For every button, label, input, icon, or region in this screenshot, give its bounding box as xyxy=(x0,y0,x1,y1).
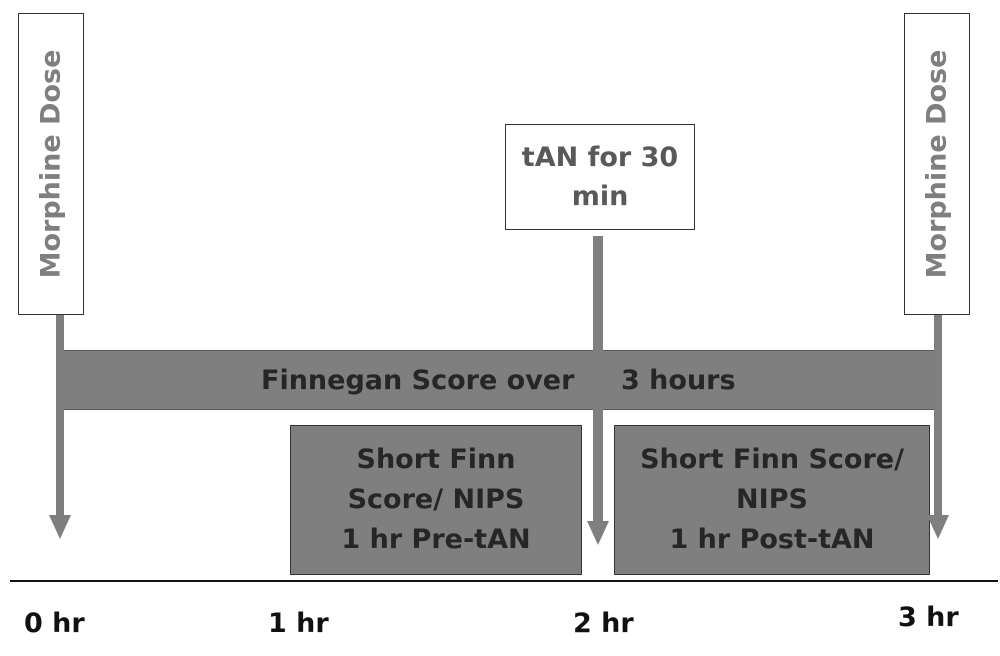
pre-box-line3: 1 hr Pre-tAN xyxy=(341,524,531,555)
finnegan-band-left-text: Finnegan Score over xyxy=(261,364,575,396)
tan-box-line2: min xyxy=(571,181,629,212)
morphine-dose-start-box: Morphine Dose xyxy=(18,13,84,315)
pre-box-line2: Score/ NIPS xyxy=(347,484,525,515)
arrow-start-head-icon xyxy=(49,515,71,539)
finnegan-score-band: Finnegan Score over 3 hours xyxy=(60,350,936,410)
arrow-tan-shaft xyxy=(593,236,603,523)
time-axis-line xyxy=(10,580,998,582)
tick-label-3hr: 3 hr xyxy=(898,602,959,633)
tan-box: tAN for 30 min xyxy=(505,124,695,230)
finnegan-band-right-text: 3 hours xyxy=(621,364,736,396)
arrow-start-shaft xyxy=(56,315,64,517)
post-tan-score-box: Short Finn Score/ NIPS 1 hr Post-tAN xyxy=(614,425,930,575)
tick-label-1hr: 1 hr xyxy=(268,608,329,639)
arrow-tan-head-icon xyxy=(587,521,609,545)
tan-box-line1: tAN for 30 xyxy=(521,142,679,173)
post-box-line2: NIPS xyxy=(736,484,808,515)
post-box-line3: 1 hr Post-tAN xyxy=(669,524,875,555)
pre-tan-score-box: Short Finn Score/ NIPS 1 hr Pre-tAN xyxy=(290,425,582,575)
arrow-end-shaft xyxy=(934,315,942,517)
pre-box-line1: Short Finn xyxy=(356,444,516,475)
tick-label-2hr: 2 hr xyxy=(573,608,634,639)
arrow-end-head-icon xyxy=(927,515,949,539)
post-box-line1: Short Finn Score/ xyxy=(640,444,904,475)
tick-label-0hr: 0 hr xyxy=(24,608,85,639)
morphine-dose-start-label: Morphine Dose xyxy=(35,49,67,279)
morphine-dose-end-box: Morphine Dose xyxy=(904,13,970,315)
morphine-dose-end-label: Morphine Dose xyxy=(921,49,953,279)
